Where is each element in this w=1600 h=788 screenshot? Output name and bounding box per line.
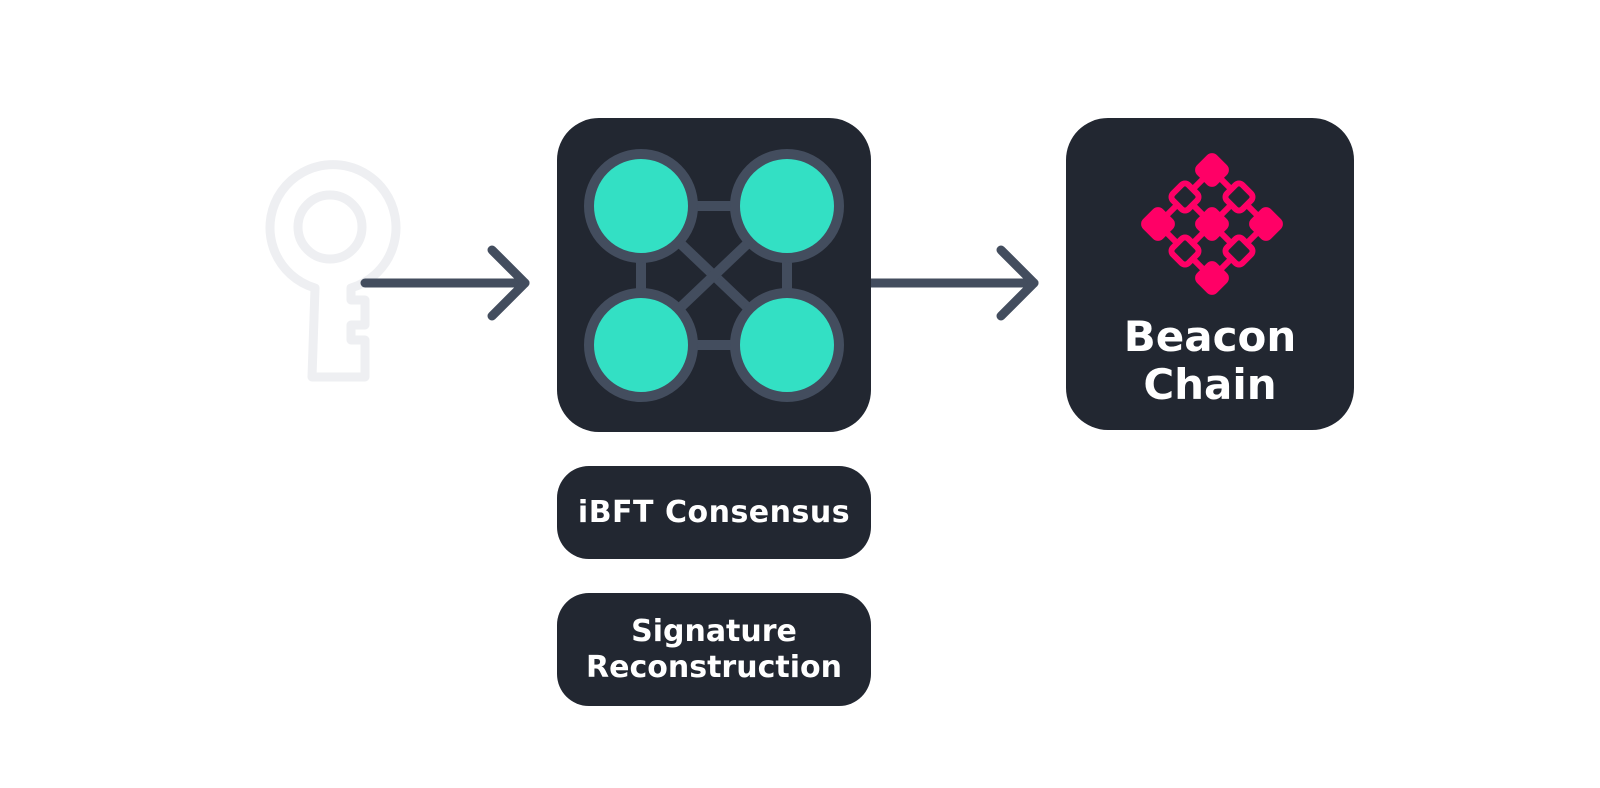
beacon-chain-icon	[1141, 153, 1283, 295]
signature-reconstruction-label: Signature Reconstruction	[557, 593, 871, 706]
consensus-network-card	[557, 118, 871, 432]
arrow-consensus-to-beacon	[871, 245, 1039, 321]
beacon-title-line1: Beacon	[1123, 312, 1297, 361]
arrow-key-to-consensus	[360, 245, 530, 321]
key-icon	[265, 160, 401, 382]
signature-text-line1: Signature	[631, 613, 797, 649]
network-nodes-icon	[584, 149, 844, 402]
ibft-consensus-label: iBFT Consensus	[557, 466, 871, 559]
validator-node-3	[584, 288, 698, 402]
validator-node-2	[730, 149, 844, 263]
beacon-title-line2: Chain	[1143, 360, 1277, 409]
validator-node-1	[584, 149, 698, 263]
beacon-chain-card: Beacon Chain	[1066, 118, 1354, 430]
signature-text-line2: Reconstruction	[586, 649, 842, 685]
beacon-chain-title: Beacon Chain	[1066, 313, 1354, 409]
validator-node-4	[730, 288, 844, 402]
ibft-consensus-text: iBFT Consensus	[577, 495, 851, 530]
